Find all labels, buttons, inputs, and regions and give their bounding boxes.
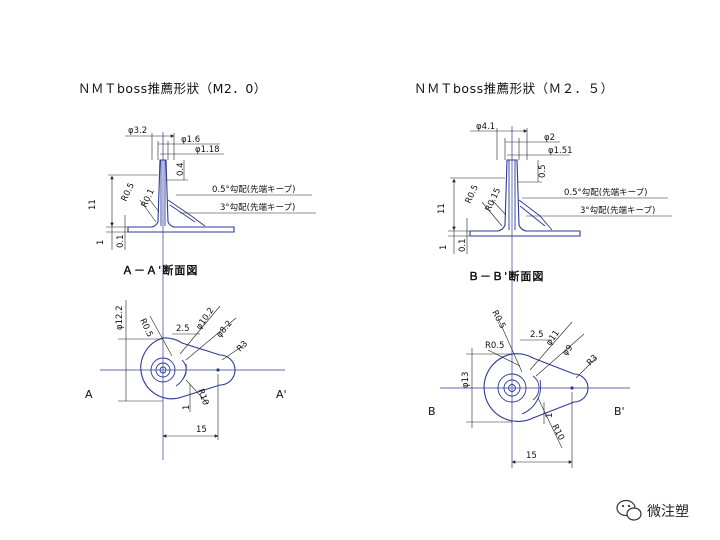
left-axis-end: A' bbox=[276, 388, 287, 401]
right-axis-start: B bbox=[428, 405, 436, 418]
right-title: ＮＭＴboss推薦形狀（Ｍ２．５） bbox=[414, 81, 614, 96]
dim-base-gap: 0.1 bbox=[458, 238, 468, 252]
right-section-view: φ4.1 φ2 φ1.51 0.5 R0.5 R0.15 0.5°勾配(先端キー… bbox=[437, 122, 672, 468]
dim-length: 15 bbox=[196, 425, 207, 435]
leader-line bbox=[535, 333, 585, 377]
dim-d-inner: φ1.18 bbox=[195, 145, 220, 155]
dim-gap: 2.5 bbox=[530, 330, 544, 340]
dim-step: 1 bbox=[182, 405, 192, 410]
leader-line bbox=[139, 199, 157, 223]
dim-base-gap: 0.1 bbox=[116, 234, 126, 248]
leader-line bbox=[537, 397, 563, 449]
dim-d-boss: φ12.2 bbox=[115, 305, 125, 330]
leader-line bbox=[179, 305, 221, 355]
dim-r-small: R0.5 bbox=[137, 317, 154, 339]
right-rib-profile bbox=[518, 199, 553, 231]
leader-line bbox=[481, 201, 503, 227]
watermark: 微注塑 bbox=[616, 499, 689, 521]
right-rib-arc bbox=[521, 379, 542, 415]
dim-d-rib1: φ10.2 bbox=[194, 306, 216, 332]
leader-line bbox=[185, 317, 237, 361]
leader-line bbox=[149, 199, 160, 213]
dim-height: 11 bbox=[437, 203, 447, 214]
left-rib-arc bbox=[175, 363, 187, 387]
left-boss-hole bbox=[159, 366, 167, 374]
dim-r-small2: R0.5 bbox=[485, 341, 504, 351]
leader-line bbox=[149, 315, 173, 357]
dim-r-end: R3 bbox=[235, 339, 250, 354]
left-drawing: ＮＭＴboss推薦形狀（M2．0） φ3.2 φ1.6 φ1.18 bbox=[78, 81, 316, 460]
left-axis-start: A bbox=[85, 388, 93, 401]
dim-r-small: R0.5 bbox=[489, 309, 507, 331]
dim-taper1: 0.5°勾配(先端キープ) bbox=[564, 187, 647, 198]
leader-line bbox=[221, 344, 245, 361]
dim-tip-len: 0.5 bbox=[538, 164, 548, 178]
dim-d-mid: φ1.6 bbox=[181, 135, 200, 145]
watermark-text: 微注塑 bbox=[647, 504, 689, 520]
left-section-label: Ａ－Ａ'断面図 bbox=[122, 263, 198, 277]
left-title: ＮＭＴboss推薦形狀（M2．0） bbox=[78, 81, 267, 96]
dim-d-outer: φ4.1 bbox=[476, 122, 495, 132]
left-boss-profile bbox=[127, 159, 235, 233]
right-boss-profile bbox=[469, 159, 581, 237]
dim-d-mid: φ2 bbox=[544, 133, 555, 143]
dim-tip-len: 0.4 bbox=[176, 162, 186, 176]
dim-taper2: 3°勾配(先端キープ) bbox=[580, 205, 655, 216]
right-boss-hole bbox=[508, 384, 516, 392]
dim-d-rib1: φ11 bbox=[544, 329, 562, 348]
right-section-label: Ｂ－Ｂ'断面図 bbox=[468, 269, 544, 283]
left-section-view: φ3.2 φ1.6 φ1.18 0.4 R0.5 R0.1 0.5°勾配(先端キ… bbox=[88, 126, 316, 460]
dim-taper2: 3°勾配(先端キープ) bbox=[220, 202, 295, 213]
leader-line bbox=[487, 349, 521, 367]
right-axis-end: B' bbox=[614, 405, 625, 418]
right-plan-view: φ13 R0.5 R0.5 φ11 φ9 2.5 R3 R10 1 15 B B… bbox=[428, 309, 630, 468]
left-rib-profile bbox=[167, 199, 206, 227]
right-boss-ring bbox=[503, 379, 521, 397]
dim-base-h: 1 bbox=[96, 240, 106, 245]
dim-height: 11 bbox=[88, 199, 98, 210]
left-rib-profile bbox=[169, 204, 196, 223]
dim-d-outer: φ3.2 bbox=[128, 126, 147, 136]
left-end-point bbox=[216, 368, 220, 372]
dim-r-end: R3 bbox=[585, 353, 600, 368]
dim-taper1: 0.5°勾配(先端キープ) bbox=[212, 184, 295, 195]
leader-line bbox=[529, 321, 573, 371]
left-boss-ring bbox=[150, 357, 176, 383]
dim-r-arc: R10 bbox=[549, 423, 566, 442]
dim-gap: 2.5 bbox=[176, 324, 190, 334]
leader-line bbox=[491, 199, 507, 216]
left-plan-view: φ12.2 R0.5 φ10.2 φ8.2 2.5 R3 R10 1 15 A … bbox=[85, 300, 287, 440]
dim-d-rib2: φ9 bbox=[561, 343, 576, 358]
dim-d-boss: φ13 bbox=[461, 372, 471, 388]
left-boss-outline bbox=[140, 337, 236, 400]
leader-line bbox=[185, 379, 209, 405]
leader-line bbox=[497, 317, 523, 373]
right-drawing: ＮＭＴboss推薦形狀（Ｍ２．５） φ4.1 φ2 φ1.51 0.5 R0.5 bbox=[414, 81, 672, 468]
right-boss-ring bbox=[497, 373, 527, 403]
dim-d-inner: φ1.51 bbox=[548, 146, 573, 156]
right-boss-outline bbox=[483, 353, 589, 422]
right-end-point bbox=[570, 386, 574, 390]
dim-step: 1 bbox=[545, 413, 555, 418]
dim-r-arc: R10 bbox=[195, 388, 210, 407]
right-rib-arc bbox=[532, 375, 540, 401]
leader-line bbox=[575, 357, 597, 379]
dim-length: 15 bbox=[526, 451, 537, 461]
left-boss-ring bbox=[155, 362, 171, 378]
dim-r-root: R0.5 bbox=[464, 183, 481, 205]
dim-r-root: R0.5 bbox=[120, 181, 137, 203]
dim-base-h: 1 bbox=[439, 245, 449, 250]
wechat-icon bbox=[616, 499, 642, 521]
